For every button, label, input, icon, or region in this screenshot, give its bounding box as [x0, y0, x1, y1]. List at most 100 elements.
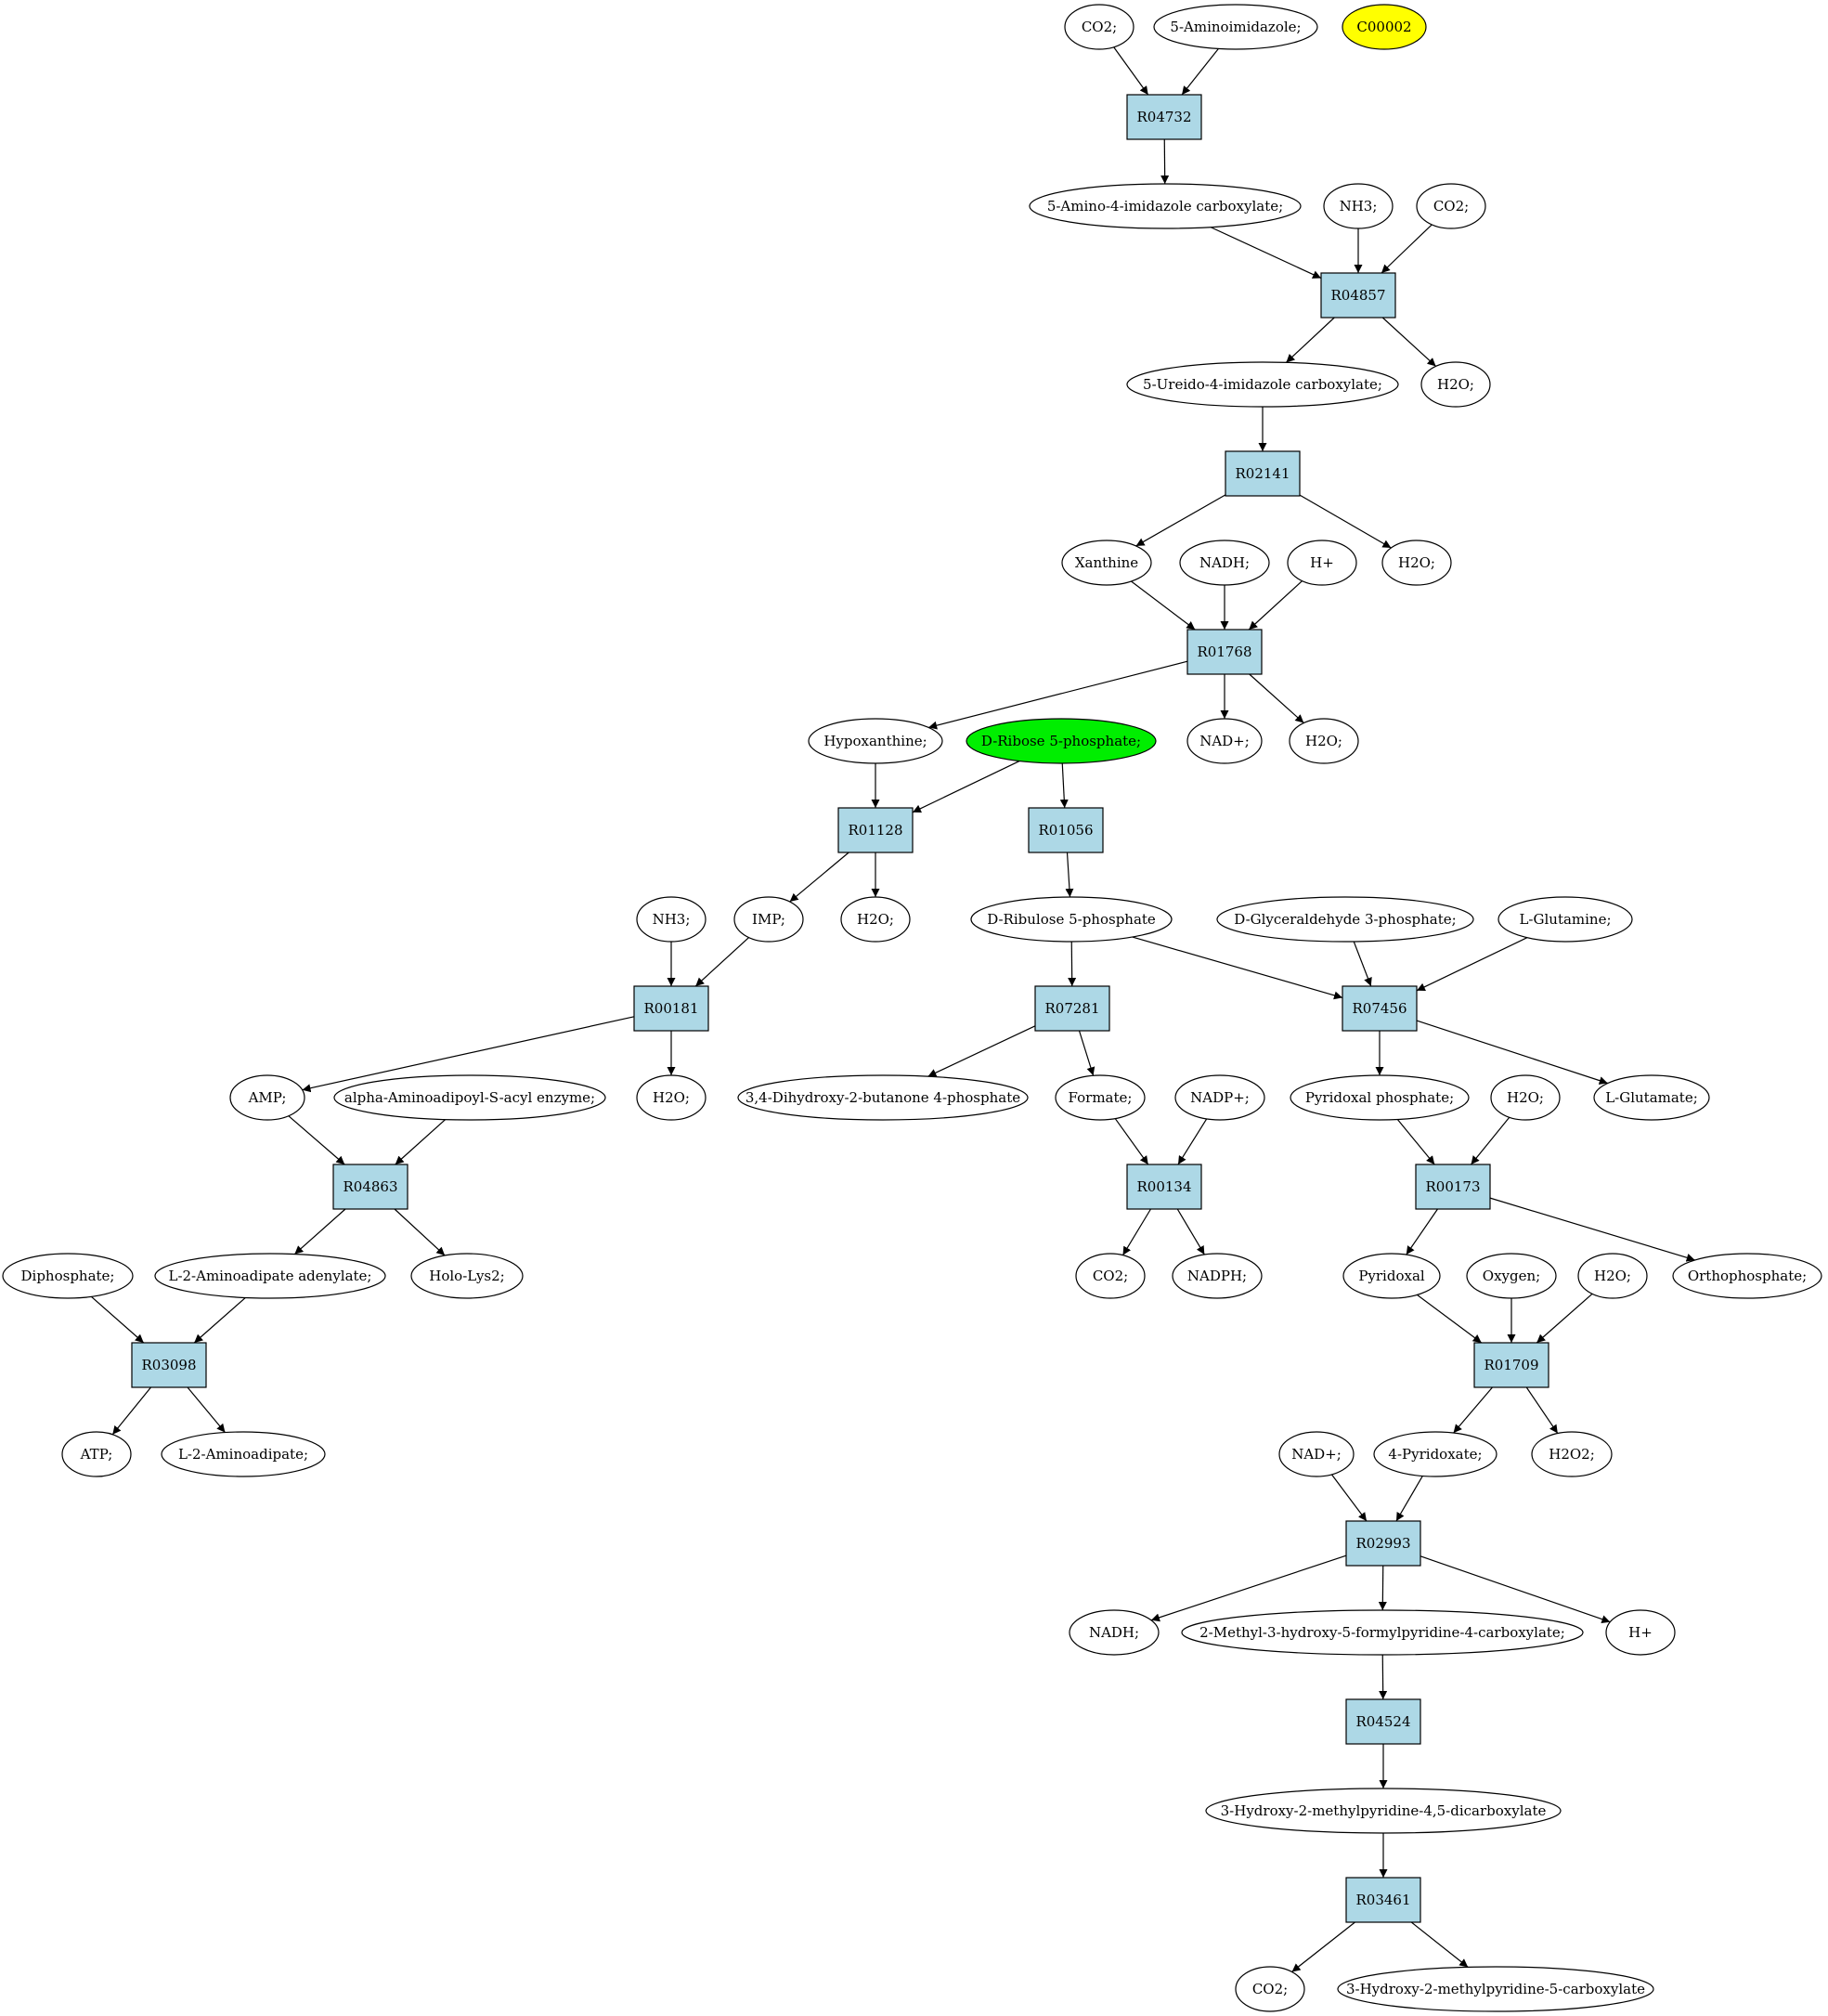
node-label: R00173 — [1425, 1178, 1480, 1195]
node-label: L-2-Aminoadipate; — [178, 1446, 308, 1463]
node-label: D-Ribulose 5-phosphate — [987, 911, 1156, 928]
edge-c_dr5p-to-r_R01056 — [1059, 762, 1069, 809]
edge-r_R01056-to-c_dru5p — [1065, 852, 1074, 898]
compound-node-c_dr5p: D-Ribose 5-phosphate; — [966, 718, 1157, 764]
compound-node-c_h2o_e: H2O; — [636, 1074, 707, 1121]
compound-ellipse — [1287, 540, 1357, 586]
compound-node-c_l2aad: L-2-Aminoadipate adenylate; — [154, 1253, 386, 1299]
compound-ellipse — [1061, 540, 1152, 586]
node-label: H+ — [1628, 1624, 1653, 1641]
node-label: R04732 — [1136, 109, 1191, 125]
compound-ellipse — [1216, 896, 1474, 943]
node-label: R04857 — [1330, 287, 1385, 304]
compound-ellipse — [2, 1253, 134, 1299]
compound-node-c_co2_b: CO2; — [1416, 183, 1486, 229]
compound-node-c_4pyr: 4-Pyridoxate; — [1373, 1431, 1497, 1477]
node-label: D-Ribose 5-phosphate; — [981, 733, 1141, 749]
compound-node-c_co2_c: CO2; — [1075, 1253, 1146, 1299]
reaction-node-r_R00181: R00181 — [633, 985, 709, 1032]
node-label: 3-Hydroxy-2-methylpyridine-4,5-dicarboxy… — [1221, 1802, 1547, 1819]
reaction-box — [1126, 1164, 1202, 1210]
compound-ellipse — [636, 896, 707, 943]
node-label: alpha-Aminoadipoyl-S-acyl enzyme; — [344, 1089, 595, 1106]
reaction-box — [131, 1342, 207, 1388]
compound-node-c_2m3h5f: 2-Methyl-3-hydroxy-5-formylpyridine-4-ca… — [1181, 1609, 1584, 1656]
compound-ellipse — [61, 1431, 132, 1477]
node-label: Holo-Lys2; — [429, 1268, 504, 1284]
reaction-node-r_R01128: R01128 — [837, 807, 914, 853]
edge-c_plp-to-r_R00173 — [1396, 1119, 1435, 1165]
edge-c_aaase-to-r_R04863 — [395, 1119, 447, 1165]
compound-ellipse — [808, 718, 943, 764]
compound-node-c_orthop: Orthophosphate; — [1672, 1253, 1822, 1299]
compound-ellipse — [970, 896, 1173, 943]
compound-ellipse — [1179, 540, 1270, 586]
edge-c_pyridoxal-to-r_R01709 — [1417, 1294, 1483, 1344]
node-label: NADPH; — [1187, 1268, 1247, 1284]
reaction-box — [1415, 1164, 1491, 1210]
reaction-box — [1225, 450, 1301, 497]
edge-r_R01768-to-c_hypox — [928, 660, 1188, 730]
compound-ellipse — [1069, 1609, 1160, 1656]
compound-ellipse — [1029, 183, 1302, 229]
compound-ellipse — [1337, 1966, 1654, 2012]
node-label: 3,4-Dihydroxy-2-butanone 4-phosphate — [745, 1089, 1020, 1106]
compound-ellipse — [1577, 1253, 1648, 1299]
node-label: 5-Aminoimidazole; — [1170, 19, 1301, 35]
compound-node-c_nh3_b: NH3; — [636, 896, 707, 943]
compound-node-c_nadh_a: NADH; — [1179, 540, 1270, 586]
edge-r_R03098-to-c_atp — [111, 1386, 151, 1436]
compound-node-c_nh3_a: NH3; — [1323, 183, 1394, 229]
node-label: R03098 — [141, 1357, 196, 1373]
edge-r_R01768-to-c_h2o_c — [1249, 673, 1304, 723]
reaction-node-r_R02993: R02993 — [1345, 1520, 1421, 1567]
compound-node-c_co2_a: CO2; — [1064, 4, 1134, 50]
edge-c_nadpplus-to-r_R00134 — [1177, 1118, 1208, 1165]
edge-r_R00134-to-c_nadph — [1176, 1208, 1205, 1255]
edge-r_R02993-to-c_hplus_b — [1420, 1555, 1611, 1623]
reaction-box — [1028, 807, 1104, 853]
edge-r_R01709-to-c_4pyr — [1453, 1386, 1493, 1434]
node-label: H2O; — [1437, 376, 1474, 393]
edge-c_dru5p-to-r_R07456 — [1132, 936, 1343, 1000]
compound-ellipse — [1186, 718, 1263, 764]
edge-r_R00173-to-c_orthop — [1489, 1197, 1695, 1262]
compound-node-c_nadph: NADPH; — [1172, 1253, 1263, 1299]
node-label: Hypoxanthine; — [823, 733, 927, 749]
compound-node-c_h2o_b: H2O; — [1381, 540, 1452, 586]
node-label: AMP; — [248, 1089, 287, 1106]
compound-ellipse — [966, 718, 1157, 764]
compound-ellipse — [1466, 1253, 1557, 1299]
compound-ellipse — [1416, 183, 1486, 229]
edge-r_R00134-to-c_co2_c — [1121, 1208, 1152, 1255]
compound-ellipse — [1342, 4, 1427, 50]
edge-c_h2o_f-to-r_R00173 — [1471, 1116, 1510, 1165]
compound-node-c_co2_d: CO2; — [1235, 1966, 1305, 2012]
compound-ellipse — [1420, 361, 1491, 408]
edge-r_R07456-to-c_lglu — [1416, 1020, 1608, 1085]
edge-r_R07281-to-c_34dhb — [927, 1025, 1036, 1077]
compound-node-c_nadplus_b: NAD+; — [1278, 1431, 1355, 1477]
reaction-box — [1473, 1342, 1549, 1388]
edge-c_dr5p-to-r_R01128 — [912, 761, 1020, 813]
compound-node-c_plp: Pyridoxal phosphate; — [1290, 1074, 1470, 1121]
edge-c_co2_a-to-r_R04732 — [1113, 46, 1149, 96]
reaction-box — [1126, 94, 1202, 140]
compound-node-c_h2o_d: H2O; — [840, 896, 911, 943]
node-label: R02993 — [1355, 1535, 1410, 1552]
compound-ellipse — [1531, 1431, 1613, 1477]
compound-node-c_atp: ATP; — [61, 1431, 132, 1477]
node-label: H2O; — [857, 911, 894, 928]
node-label: H2O; — [1398, 554, 1435, 571]
reaction-box — [1320, 272, 1396, 319]
reaction-box — [1345, 1520, 1421, 1567]
node-label: R04863 — [343, 1178, 397, 1195]
reaction-box — [1345, 1877, 1421, 1923]
compound-node-c_lgln: L-Glutamine; — [1497, 896, 1633, 943]
node-label: H2O2; — [1549, 1446, 1595, 1463]
edge-c_diphos-to-r_R03098 — [90, 1295, 145, 1344]
node-label: R02141 — [1235, 465, 1290, 482]
node-label: Pyridoxal — [1358, 1268, 1425, 1284]
compound-node-c_hypox: Hypoxanthine; — [808, 718, 943, 764]
node-label: Orthophosphate; — [1688, 1268, 1807, 1284]
